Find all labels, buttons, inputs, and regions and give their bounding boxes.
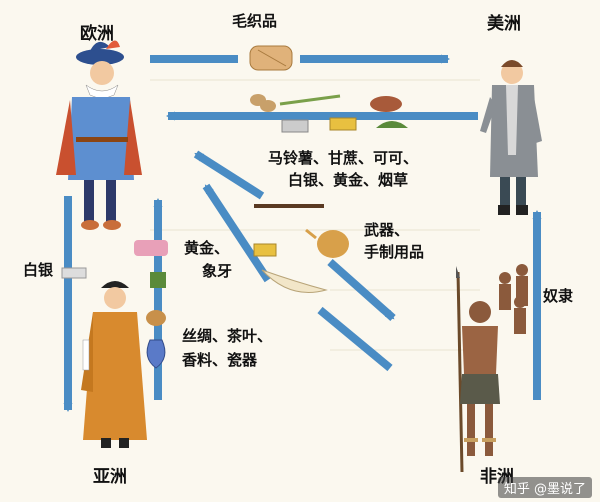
goods-label-woolens: 毛织品 xyxy=(232,12,278,30)
goods-label-american-products-2: 白银、黄金、烟草 xyxy=(288,171,409,189)
arrow-africa-to-europe-lower xyxy=(202,183,272,283)
slave-group xyxy=(499,264,528,334)
goods-label-weapons-1: 武器、 xyxy=(364,221,410,239)
goods-label-weapons-2: 手制用品 xyxy=(364,243,425,261)
goods-label-gold-ivory-1: 黄金、 xyxy=(184,239,230,257)
goods-label-silver: 白银 xyxy=(23,261,54,279)
woolens-icon xyxy=(249,45,293,71)
tea-icon xyxy=(146,272,166,326)
background-texture xyxy=(150,79,480,351)
goods-label-asian-goods-2: 香料、瓷器 xyxy=(182,351,258,369)
ivory-icon xyxy=(261,269,328,293)
american-figure xyxy=(480,60,542,215)
arrow-europe-to-africa xyxy=(327,259,396,321)
watermark: 知乎 @墨说了 xyxy=(497,477,592,498)
goods-label-american-products-1: 马铃薯、甘蔗、可可、 xyxy=(268,149,419,167)
trade-arrows xyxy=(63,54,542,412)
arrow-africa-to-europe xyxy=(193,150,265,200)
region-label-america: 美洲 xyxy=(487,14,521,34)
arrow-ivory-path xyxy=(317,306,393,372)
african-figure xyxy=(456,266,500,473)
region-label-asia: 亚洲 xyxy=(93,467,127,487)
european-figure xyxy=(56,40,142,230)
gold-icon xyxy=(253,243,277,257)
goods-label-asian-goods-1: 丝绸、茶叶、 xyxy=(182,327,273,345)
silk-icon xyxy=(134,240,168,256)
teapot-icon xyxy=(305,228,349,258)
silver-icon xyxy=(61,267,87,279)
porcelain-icon xyxy=(146,339,166,369)
region-label-europe: 欧洲 xyxy=(80,24,114,44)
goods-label-gold-ivory-2: 象牙 xyxy=(202,262,233,280)
goods-label-slaves: 奴隶 xyxy=(543,287,574,305)
american-goods-icon xyxy=(250,94,408,133)
asian-figure xyxy=(81,281,147,448)
